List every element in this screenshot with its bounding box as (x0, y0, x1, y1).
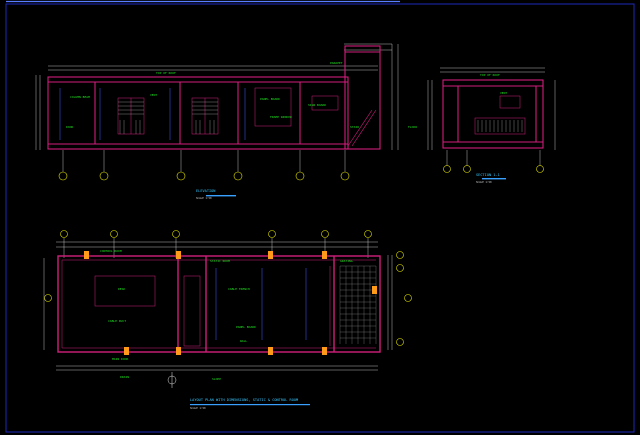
svg-text:SIGN BOARD: SIGN BOARD (308, 103, 326, 107)
svg-text:VENT: VENT (150, 93, 157, 97)
plan-drawing: CONTROL ROOM DESK STATIC ROOM CABLE TREN… (43, 230, 412, 410)
plan-scale: SCALE 1:50 (190, 406, 206, 410)
section-drawing: TOP OF ROOF VENT FLOOR SECTION 1-1 SCALE… (408, 67, 556, 184)
svg-text:CABLE DUCT: CABLE DUCT (108, 319, 126, 323)
svg-text:TOP OF ROOF: TOP OF ROOF (156, 71, 176, 75)
svg-text:PARAPET: PARAPET (330, 61, 343, 65)
svg-text:CABLE TRENCH: CABLE TRENCH (228, 287, 250, 291)
svg-text:SLOPE: SLOPE (212, 377, 221, 381)
svg-text:CONTROL ROOM: CONTROL ROOM (100, 249, 122, 253)
section-title: SECTION 1-1 (476, 173, 500, 177)
svg-text:GRATING: GRATING (340, 259, 353, 263)
svg-text:WALL: WALL (240, 339, 247, 343)
svg-text:VENT: VENT (500, 91, 507, 95)
svg-text:DESK: DESK (118, 287, 125, 291)
svg-text:STATIC ROOM: STATIC ROOM (210, 259, 230, 263)
svg-text:FLOOR: FLOOR (408, 125, 417, 129)
elevation-scale: SCALE 1:50 (196, 196, 212, 200)
svg-text:PANEL BOARD: PANEL BOARD (236, 325, 256, 329)
elevation-drawing: COLUMN BEAM DOOR VENT PANEL BOARD SIGN B… (35, 43, 399, 200)
svg-text:MAIN DOOR: MAIN DOOR (112, 357, 128, 361)
plan-title: LAYOUT PLAN WITH DIMENSIONS, STATIC & CO… (190, 398, 299, 402)
svg-text:PANEL BOARD: PANEL BOARD (260, 97, 280, 101)
sheet-frame (5, 0, 635, 433)
svg-text:STAIR: STAIR (350, 125, 359, 129)
svg-text:COLUMN BEAM: COLUMN BEAM (70, 95, 90, 99)
svg-text:DRAIN: DRAIN (120, 375, 129, 379)
svg-text:TOP OF ROOF: TOP OF ROOF (480, 73, 500, 77)
svg-text:DOOR: DOOR (66, 125, 73, 129)
svg-text:FRAME WINDOW: FRAME WINDOW (270, 115, 292, 119)
elevation-title: ELEVATION (196, 189, 215, 193)
section-scale: SCALE 1:50 (476, 180, 492, 184)
